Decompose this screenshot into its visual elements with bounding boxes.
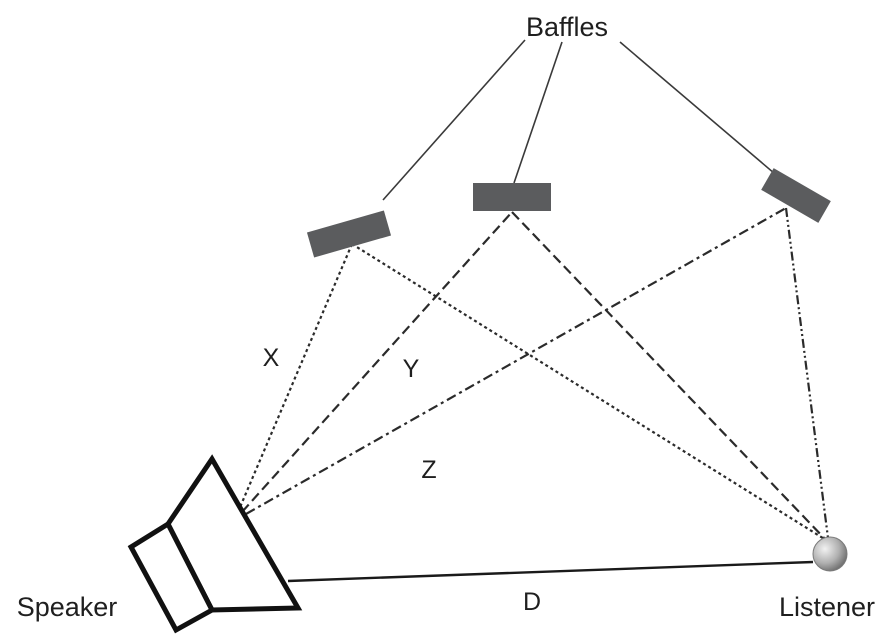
- baffle-right: [761, 168, 831, 223]
- path-d-direct: [287, 560, 814, 583]
- path-y-incident: [241, 211, 513, 513]
- leader-line-middle: [513, 41, 563, 184]
- path-z-label: Z: [421, 456, 436, 484]
- leader-line-right: [619, 41, 789, 186]
- baffle-left: [306, 210, 392, 258]
- listener-icon: [812, 536, 848, 572]
- path-y-reflected: [511, 211, 827, 541]
- baffles-label: Baffles: [526, 12, 608, 42]
- path-d-label: D: [523, 588, 541, 616]
- leader-line-left: [382, 39, 526, 201]
- listener-label: Listener: [779, 592, 875, 622]
- path-x-label: X: [263, 344, 280, 372]
- baffle-middle: [473, 183, 551, 211]
- path-x-reflected: [351, 243, 827, 541]
- path-y-label: Y: [403, 355, 420, 383]
- path-z-reflected: [784, 207, 830, 539]
- path-z-incident: [245, 207, 787, 515]
- path-x-incident: [236, 243, 354, 513]
- speaker-icon: [127, 454, 303, 634]
- speaker-label: Speaker: [17, 592, 118, 622]
